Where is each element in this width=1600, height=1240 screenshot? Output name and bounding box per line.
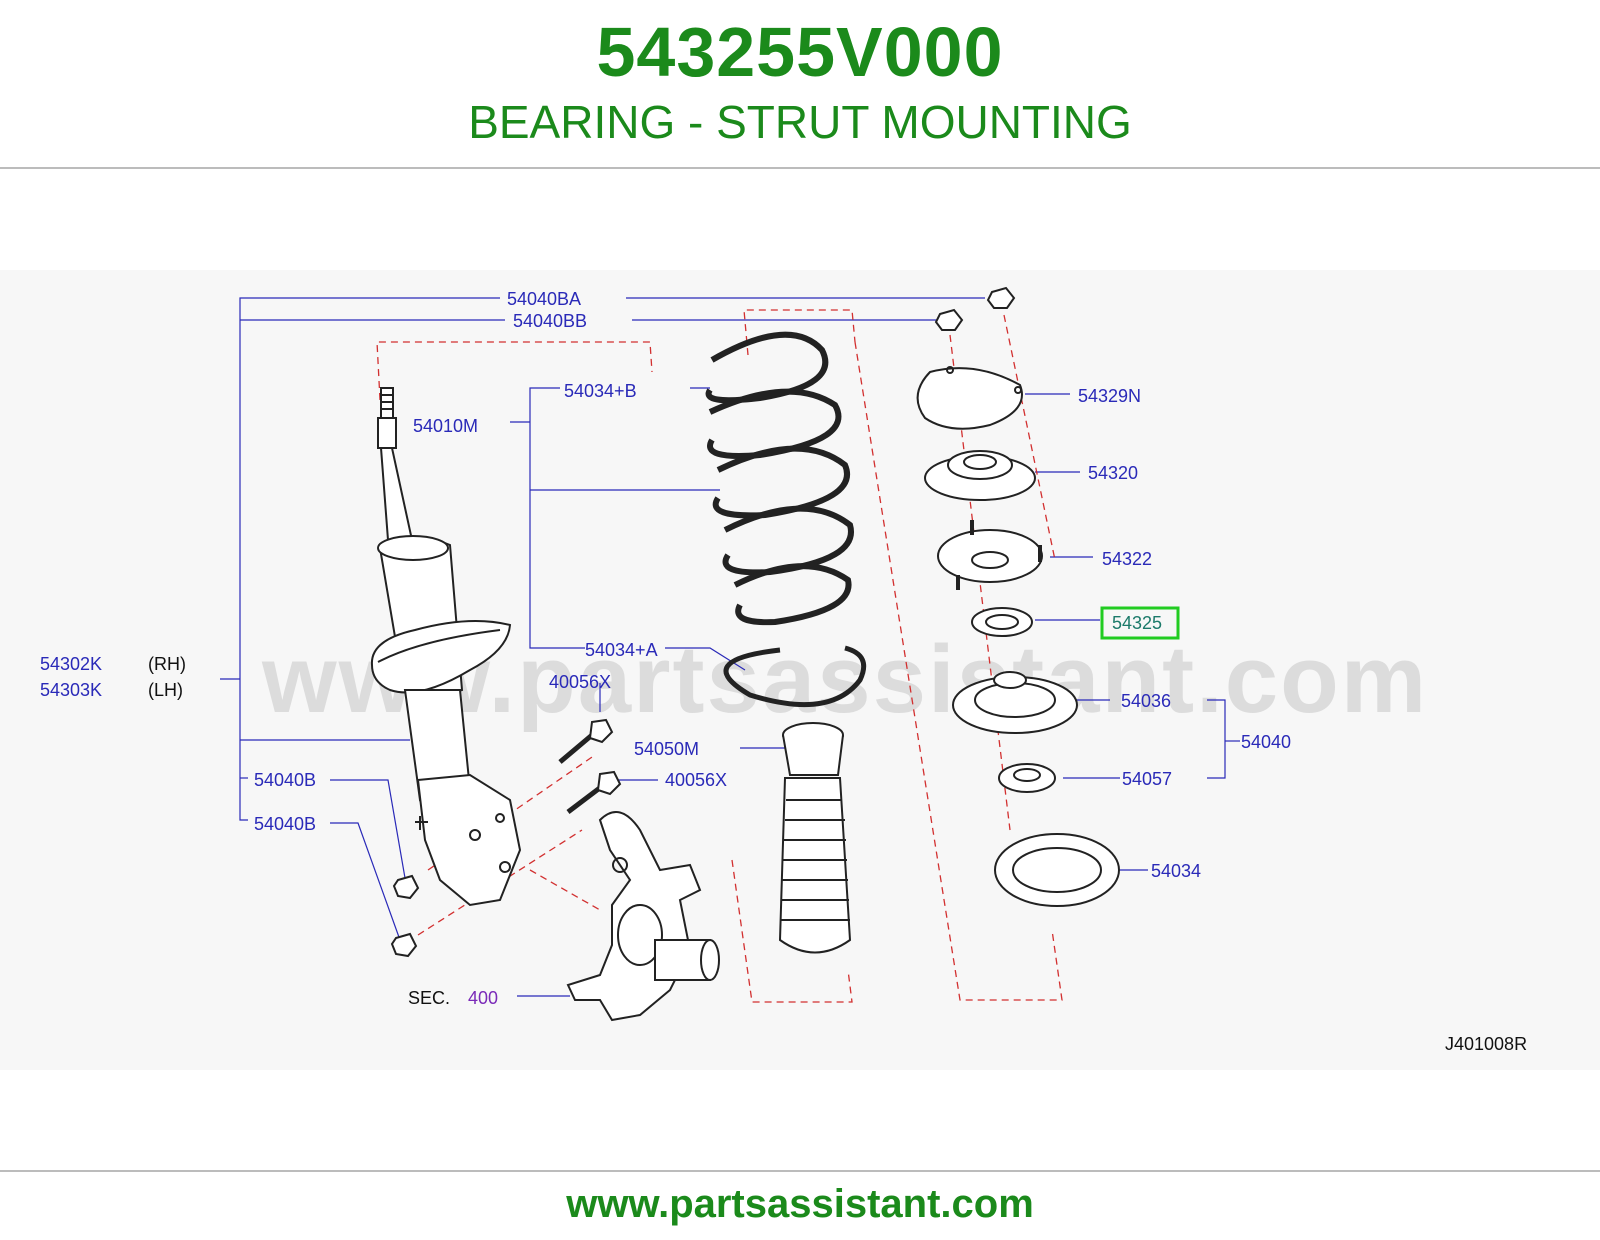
label-54040bb[interactable]: 54040BB xyxy=(513,311,587,331)
label-rh: (RH) xyxy=(148,654,186,674)
label-54057[interactable]: 54057 xyxy=(1122,769,1172,789)
label-54302k[interactable]: 54302K xyxy=(40,654,102,674)
mounting-stack-drawing xyxy=(916,366,1120,907)
part-name-subtitle: BEARING - STRUT MOUNTING xyxy=(468,96,1132,148)
label-54040b-a[interactable]: 54040B xyxy=(254,770,316,790)
label-54329n[interactable]: 54329N xyxy=(1078,386,1141,406)
label-54034a[interactable]: 54034+A xyxy=(585,640,658,660)
label-54050m[interactable]: 54050M xyxy=(634,739,699,759)
label-54325[interactable]: 54325 xyxy=(1112,613,1162,633)
label-sec-400[interactable]: 400 xyxy=(468,988,498,1008)
footer-url[interactable]: www.partsassistant.com xyxy=(566,1182,1034,1226)
label-54320[interactable]: 54320 xyxy=(1088,463,1138,483)
strut-assembly-drawing xyxy=(370,286,1016,958)
label-54303k[interactable]: 54303K xyxy=(40,680,102,700)
label-54322[interactable]: 54322 xyxy=(1102,549,1152,569)
label-54040[interactable]: 54040 xyxy=(1241,732,1291,752)
steering-knuckle-drawing xyxy=(566,811,720,1022)
coil-spring-drawing xyxy=(705,331,867,708)
label-54036[interactable]: 54036 xyxy=(1121,691,1171,711)
bump-stop-boot-drawing xyxy=(778,722,852,954)
header-divider xyxy=(0,167,1600,169)
figure-code: J401008R xyxy=(1445,1034,1527,1054)
label-54034[interactable]: 54034 xyxy=(1151,861,1201,881)
label-54010m[interactable]: 54010M xyxy=(413,416,478,436)
label-54040ba[interactable]: 54040BA xyxy=(507,289,581,309)
label-40056x-b[interactable]: 40056X xyxy=(665,770,727,790)
part-number-title: 543255V000 xyxy=(596,13,1004,91)
leader-lines xyxy=(220,297,1240,997)
highlight-box xyxy=(1100,606,1180,640)
footer-divider xyxy=(0,1170,1600,1172)
label-lh: (LH) xyxy=(148,680,183,700)
label-54034b[interactable]: 54034+B xyxy=(564,381,637,401)
part-labels: 54040BA 54040BB 54034+B 54010M 54329N 54… xyxy=(40,289,1527,1054)
label-sec: SEC. xyxy=(408,988,450,1008)
label-40056x-a[interactable]: 40056X xyxy=(549,672,611,692)
bolts-drawing xyxy=(558,718,622,814)
label-54040b-b[interactable]: 54040B xyxy=(254,814,316,834)
